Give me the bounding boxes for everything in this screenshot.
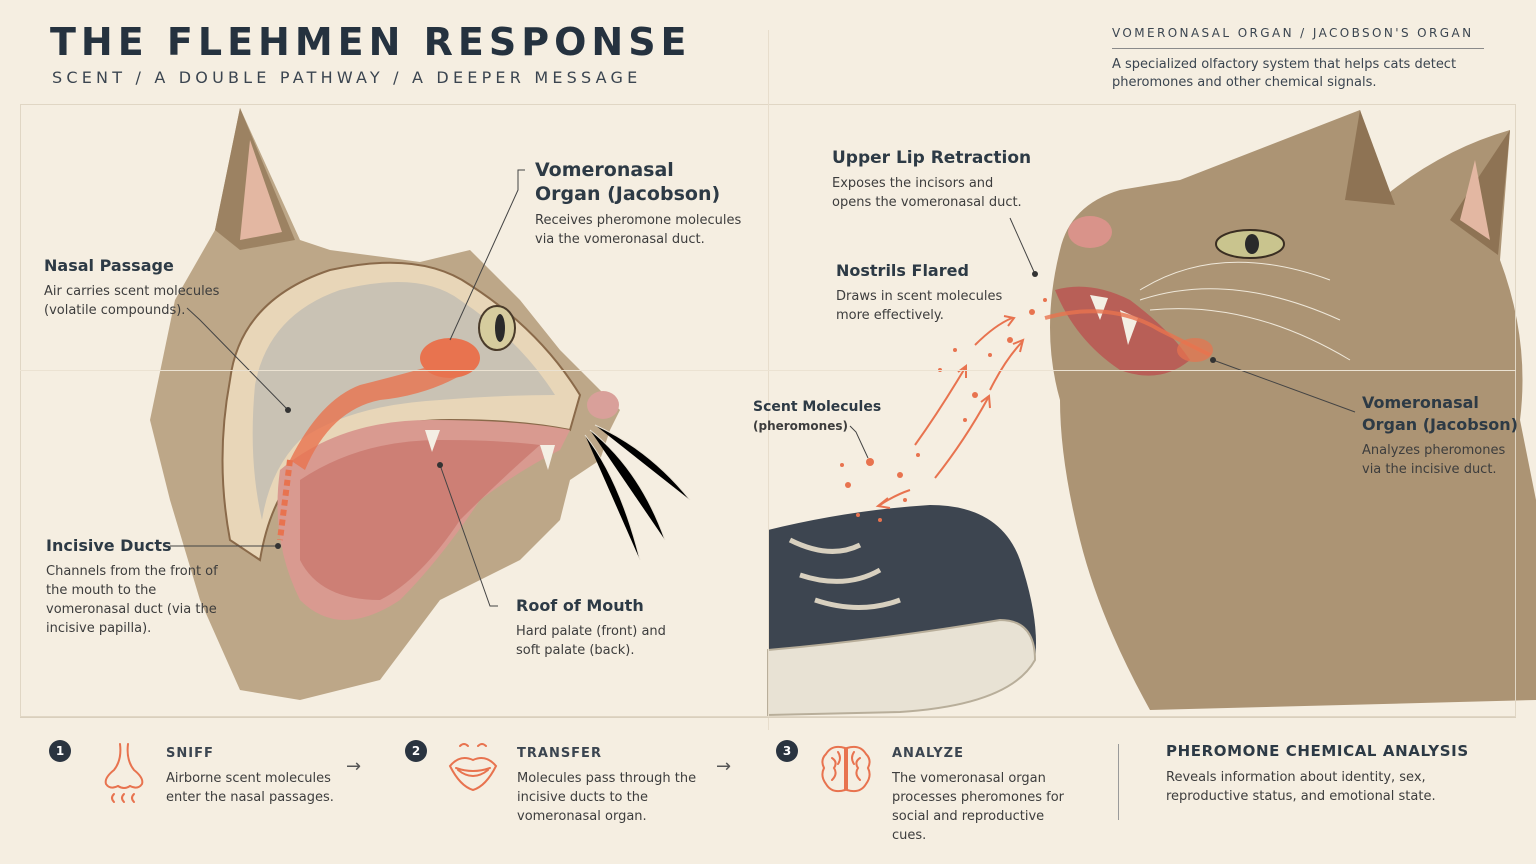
label-desc: Analyzes pheromones via the incisive duc… bbox=[1362, 443, 1506, 477]
label-nostrils: Nostrils Flared Draws in scent molecules… bbox=[836, 260, 1016, 325]
analysis-desc: Reveals information about identity, sex,… bbox=[1166, 770, 1436, 804]
grid-line bbox=[20, 370, 1516, 371]
right-cat-head bbox=[849, 110, 1536, 710]
organ-heading-rule bbox=[1112, 48, 1484, 49]
nose-icon bbox=[104, 743, 144, 803]
page-title: THE FLEHMEN RESPONSE bbox=[50, 20, 692, 64]
label-desc: Channels from the front of the mouth to … bbox=[46, 564, 218, 636]
scent-arrows bbox=[875, 315, 1025, 509]
label-scent-molecules: Scent Molecules (pheromones) bbox=[753, 398, 893, 435]
step-3: 3 bbox=[776, 740, 798, 762]
step-title: TRANSFER bbox=[517, 746, 602, 761]
step-arrow-2: → bbox=[716, 756, 732, 777]
center-divider bbox=[768, 30, 769, 730]
label-upper-lip: Upper Lip Retraction Exposes the incisor… bbox=[832, 147, 1032, 212]
label-title: Incisive Ducts bbox=[46, 536, 172, 555]
chemical-analysis: PHEROMONE CHEMICAL ANALYSIS Reveals info… bbox=[1166, 742, 1486, 806]
label-desc: Exposes the incisors and opens the vomer… bbox=[832, 176, 1022, 210]
step-desc: Molecules pass through the incisive duct… bbox=[517, 771, 697, 824]
mouth-icon bbox=[448, 743, 498, 792]
step-arrow-1: → bbox=[346, 756, 362, 777]
brain-icon bbox=[821, 745, 871, 793]
step-title: ANALYZE bbox=[892, 746, 964, 761]
step-3-text: ANALYZE The vomeronasal organ processes … bbox=[892, 746, 1082, 845]
organ-description: A specialized olfactory system that help… bbox=[1112, 57, 1457, 90]
step-2-text: TRANSFER Molecules pass through the inci… bbox=[517, 746, 697, 826]
label-nasal-passage: Nasal Passage Air carries scent molecule… bbox=[44, 255, 234, 320]
analysis-title: PHEROMONE CHEMICAL ANALYSIS bbox=[1166, 742, 1469, 760]
step-2: 2 bbox=[405, 740, 427, 762]
steps-rule bbox=[20, 717, 1516, 718]
label-title: Vomeronasal Organ (Jacobson) bbox=[1362, 393, 1518, 434]
page-subtitle: SCENT / A DOUBLE PATHWAY / A DEEPER MESS… bbox=[52, 68, 642, 87]
analysis-separator bbox=[1118, 744, 1119, 820]
step-title: SNIFF bbox=[166, 746, 214, 761]
label-roof-of-mouth: Roof of Mouth Hard palate (front) and so… bbox=[516, 595, 666, 660]
label-incisive-ducts: Incisive Ducts Channels from the front o… bbox=[46, 535, 236, 638]
label-sub: (pheromones) bbox=[753, 419, 848, 433]
step-number: 3 bbox=[776, 740, 798, 762]
step-number: 1 bbox=[49, 740, 71, 762]
label-desc: Draws in scent molecules more effectivel… bbox=[836, 289, 1003, 323]
step-desc: The vomeronasal organ processes pheromon… bbox=[892, 771, 1064, 843]
organ-heading: VOMERONASAL ORGAN / JACOBSON'S ORGAN bbox=[1112, 26, 1474, 40]
label-title: Nasal Passage bbox=[44, 256, 174, 275]
step-1-text: SNIFF Airborne scent molecules enter the… bbox=[166, 746, 346, 807]
label-desc: Hard palate (front) and soft palate (bac… bbox=[516, 624, 666, 658]
label-vomeronasal-left: Vomeronasal Organ (Jacobson) Receives ph… bbox=[535, 158, 745, 249]
label-desc: Air carries scent molecules (volatile co… bbox=[44, 284, 220, 318]
step-desc: Airborne scent molecules enter the nasal… bbox=[166, 771, 334, 805]
step-number: 2 bbox=[405, 740, 427, 762]
step-1: 1 bbox=[49, 740, 71, 762]
label-title: Roof of Mouth bbox=[516, 596, 644, 615]
label-title: Nostrils Flared bbox=[836, 261, 969, 280]
label-desc: Receives pheromone molecules via the vom… bbox=[535, 213, 742, 247]
label-title: Vomeronasal Organ (Jacobson) bbox=[535, 159, 721, 205]
label-title: Scent Molecules bbox=[753, 399, 882, 415]
label-vomeronasal-right: Vomeronasal Organ (Jacobson) Analyzes ph… bbox=[1362, 392, 1527, 479]
label-title: Upper Lip Retraction bbox=[832, 148, 1032, 168]
scent-molecules bbox=[840, 298, 1047, 522]
left-cat-cross-section bbox=[150, 108, 691, 700]
sneaker bbox=[767, 505, 1037, 717]
